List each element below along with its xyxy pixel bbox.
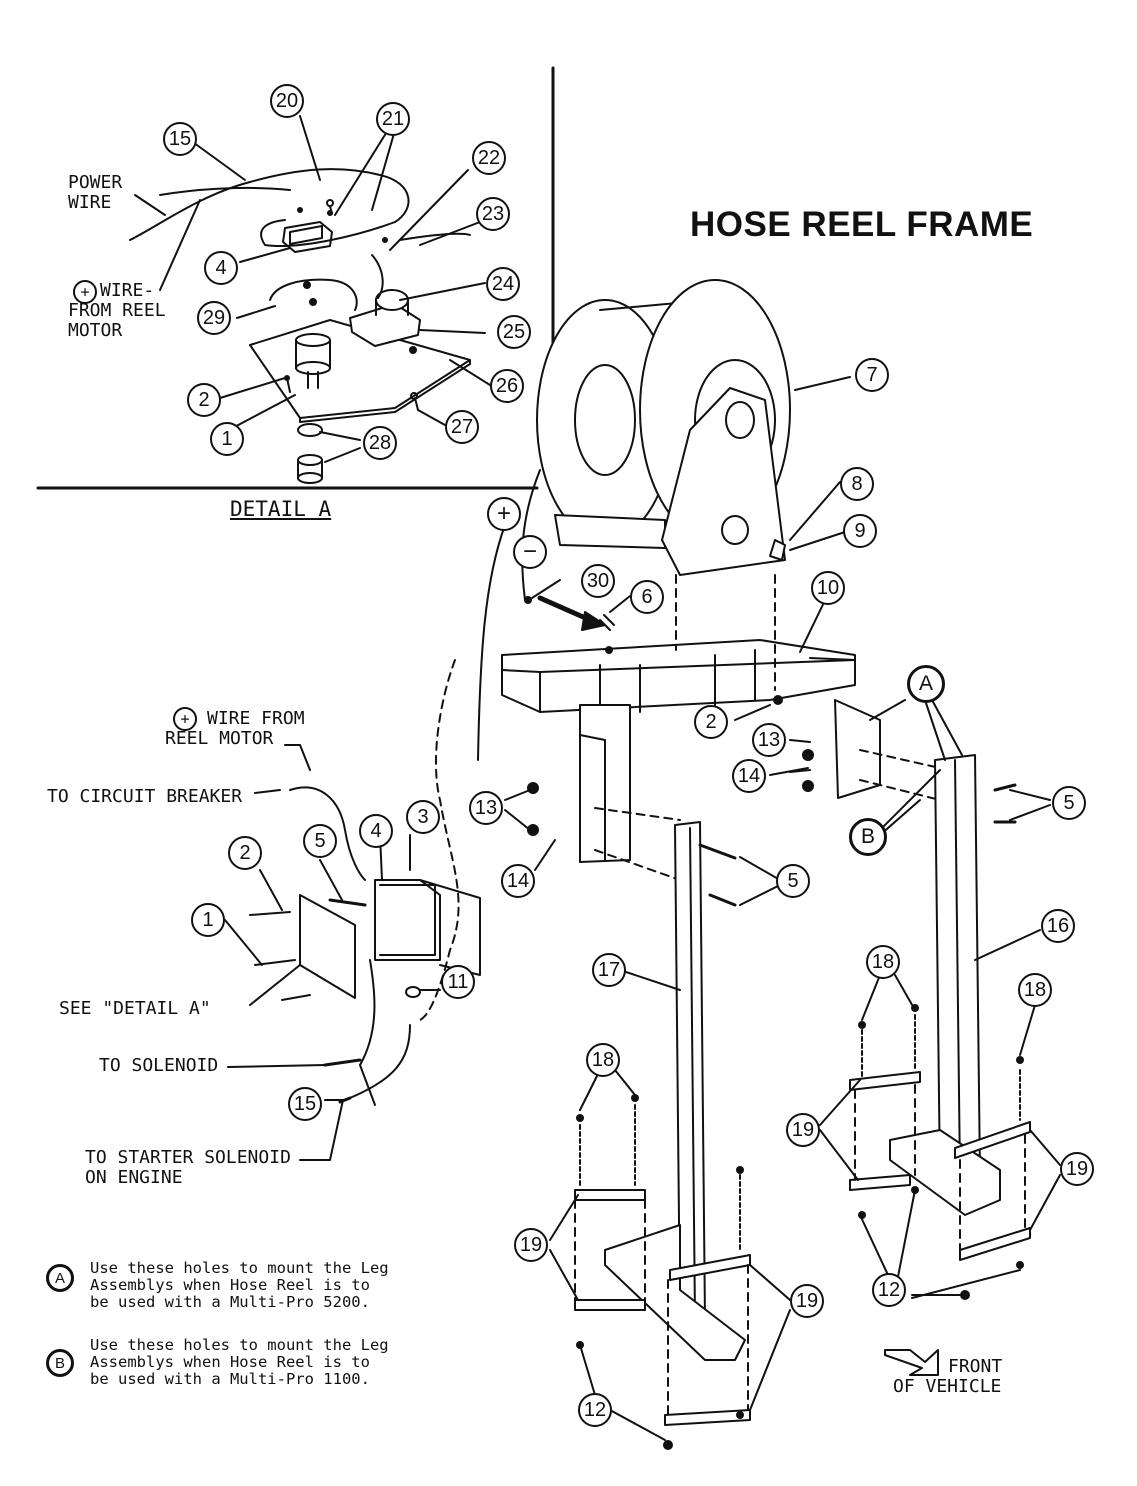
callout-26: 26 (490, 369, 524, 403)
see-detail-a-label: SEE "DETAIL A" (59, 998, 211, 1019)
callout-2-detail: 2 (187, 383, 221, 417)
callout-3: 3 (406, 800, 440, 834)
callout-30: 30 (581, 564, 615, 598)
callout-14-right: 14 (732, 759, 766, 793)
detail-a-title: DETAIL A (230, 497, 332, 521)
callout-19-right-a: 19 (786, 1113, 820, 1147)
callout-22: 22 (472, 141, 506, 175)
callout-23: 23 (476, 197, 510, 231)
callout-6: 6 (630, 580, 664, 614)
to-starter-solenoid-label: TO STARTER SOLENOID ON ENGINE (85, 1147, 291, 1188)
note-a-text: Use these holes to mount the Leg Assembl… (90, 1259, 389, 1311)
callout-5-center: 5 (776, 864, 810, 898)
callout-17: 17 (592, 953, 626, 987)
callout-5-right: 5 (1052, 786, 1086, 820)
callout-12-center: 12 (578, 1393, 612, 1427)
callout-29: 29 (197, 301, 231, 335)
callout-24: 24 (486, 267, 520, 301)
hardware-dots (284, 207, 1024, 1450)
callout-18-right-b: 18 (1018, 973, 1052, 1007)
callout-19-center-b: 19 (790, 1284, 824, 1318)
to-circuit-breaker-label: TO CIRCUIT BREAKER (47, 786, 243, 807)
callout-19-right-b: 19 (1060, 1152, 1094, 1186)
callout-20: 20 (270, 84, 304, 118)
callout-21: 21 (376, 102, 410, 136)
power-wire-label: POWER WIRE (68, 172, 123, 213)
plus-symbol: + (73, 280, 97, 304)
callout-28: 28 (363, 426, 397, 460)
to-solenoid-label: TO SOLENOID (99, 1055, 219, 1076)
hose-reel-drawing (477, 279, 791, 761)
callout-16: 16 (1041, 909, 1075, 943)
callout-15-detail: 15 (163, 122, 197, 156)
callout-5-breaker: 5 (303, 824, 337, 858)
callout-10: 10 (811, 571, 845, 605)
callout-7: 7 (855, 358, 889, 392)
callout-25: 25 (497, 315, 531, 349)
positive-terminal-callout: + (487, 497, 521, 531)
callout-4-breaker: 4 (359, 814, 393, 848)
leg-16-drawing (849, 754, 1031, 1376)
leg-17-drawing (574, 821, 751, 1426)
detail-a-drawing (129, 168, 471, 484)
callout-8: 8 (840, 467, 874, 501)
note-b-text: Use these holes to mount the Leg Assembl… (90, 1336, 389, 1388)
wire-from-reel-motor-label: WIRE- FROM REEL MOTOR (68, 280, 166, 341)
wire-from-reel-motor-label-2: WIRE FROM REEL MOTOR (165, 708, 305, 749)
leader-lines (134, 115, 1061, 1441)
callout-11: 11 (441, 965, 475, 999)
callout-13-right: 13 (752, 723, 786, 757)
note-b-key: B (46, 1349, 74, 1377)
callout-1-detail: 1 (210, 422, 244, 456)
callout-14-left: 14 (501, 864, 535, 898)
callout-15-breaker: 15 (288, 1087, 322, 1121)
callout-b: B (849, 818, 887, 856)
callout-2-breaker: 2 (228, 836, 262, 870)
callout-1-breaker: 1 (191, 903, 225, 937)
callout-13-left: 13 (469, 791, 503, 825)
callout-18-center: 18 (586, 1043, 620, 1077)
callout-4-detail: 4 (204, 251, 238, 285)
plus-symbol-2: + (173, 707, 197, 731)
diagram-title: HOSE REEL FRAME (690, 205, 1034, 244)
front-of-vehicle-label: FRONT OF VEHICLE (893, 1356, 1003, 1397)
frame-drawing (419, 574, 941, 1021)
callout-18-right-a: 18 (866, 945, 900, 979)
callout-12-right: 12 (872, 1273, 906, 1307)
callout-9: 9 (843, 514, 877, 548)
callout-a: A (907, 665, 945, 703)
callout-2-frame: 2 (694, 705, 728, 739)
negative-terminal-callout: − (513, 535, 547, 569)
note-a-key: A (46, 1264, 74, 1292)
callout-19-center-a: 19 (514, 1228, 548, 1262)
callout-27: 27 (445, 410, 479, 444)
